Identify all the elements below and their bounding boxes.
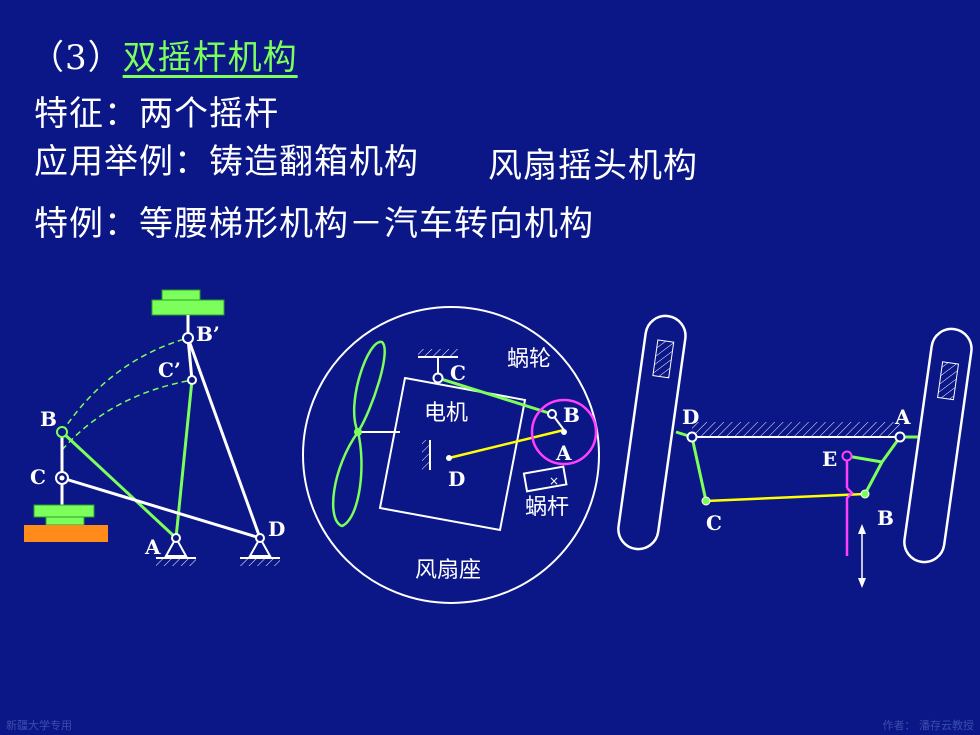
fan-blade-top bbox=[352, 340, 386, 435]
label-fan-a: A bbox=[555, 441, 572, 465]
label-d: D bbox=[268, 517, 285, 541]
label-a: A bbox=[144, 535, 161, 559]
label-worm-wheel: 蜗轮 bbox=[507, 347, 551, 372]
label-b-prime: B’ bbox=[196, 322, 220, 346]
footer-right: 作者： 潘存云教授 bbox=[882, 719, 975, 732]
ground-support-d bbox=[240, 533, 280, 566]
footer-left: 新疆大学专用 bbox=[6, 719, 72, 732]
label-steer-e: E bbox=[822, 447, 837, 471]
worm bbox=[522, 465, 568, 493]
fan-blade-bottom bbox=[331, 429, 363, 528]
tie-rod bbox=[705, 492, 866, 503]
application-line: 应用举例：铸造翻箱机构 bbox=[34, 142, 419, 182]
label-c: C bbox=[30, 465, 46, 489]
label-c-prime: C’ bbox=[158, 358, 181, 382]
worm-wheel bbox=[530, 398, 598, 466]
slide-title: （3）双摇杆机构 bbox=[30, 30, 298, 79]
section-title-link[interactable]: 双摇杆机构 bbox=[122, 38, 298, 78]
label-fan-b: B bbox=[563, 403, 580, 427]
trajectory-arc-b bbox=[61, 337, 189, 433]
label-worm: 蜗杆 bbox=[525, 495, 569, 520]
left-wheel bbox=[617, 314, 687, 551]
flask-turning-figure: B’ C’ B C A D bbox=[24, 289, 285, 566]
top-flask-lower bbox=[151, 299, 225, 316]
fan-oscillating-figure: × C 电机 蜗轮 B A D 蜗杆 风扇座 bbox=[302, 306, 600, 604]
svg-text:×: × bbox=[549, 474, 559, 488]
label-fan-c: C bbox=[450, 361, 466, 385]
right-wheel bbox=[903, 327, 973, 564]
label-steer-c: C bbox=[706, 511, 722, 535]
label-fan-base: 风扇座 bbox=[415, 558, 481, 583]
bottom-flask-base bbox=[24, 525, 108, 542]
ground-support-a bbox=[156, 533, 196, 566]
link-b-a bbox=[60, 430, 178, 540]
special-case-line: 特例：等腰梯形机构－汽车转向机构 bbox=[34, 204, 594, 244]
feature-line: 特征：两个摇杆 bbox=[34, 94, 279, 134]
label-steer-b: B bbox=[877, 506, 894, 530]
bottom-flask-upper bbox=[33, 504, 95, 518]
link-c-b bbox=[437, 376, 553, 416]
link-b-prime-d bbox=[186, 337, 262, 539]
detail-circle bbox=[302, 306, 600, 604]
application-line-2: 风扇摇头机构 bbox=[488, 146, 698, 186]
trajectory-arc-c bbox=[61, 379, 193, 451]
label-b: B bbox=[40, 407, 57, 431]
section-number: （3） bbox=[30, 38, 123, 78]
label-steer-d: D bbox=[682, 405, 699, 429]
top-flask-upper bbox=[161, 289, 201, 301]
link-c-prime-a bbox=[174, 379, 194, 539]
label-fan-d: D bbox=[448, 467, 465, 491]
label-steer-a: A bbox=[894, 405, 911, 429]
right-steering-arm bbox=[863, 435, 918, 495]
link-c-d bbox=[61, 476, 261, 540]
steering-figure: D A E C B bbox=[617, 314, 973, 588]
label-motor: 电机 bbox=[424, 401, 468, 426]
link-d-a bbox=[448, 428, 565, 460]
